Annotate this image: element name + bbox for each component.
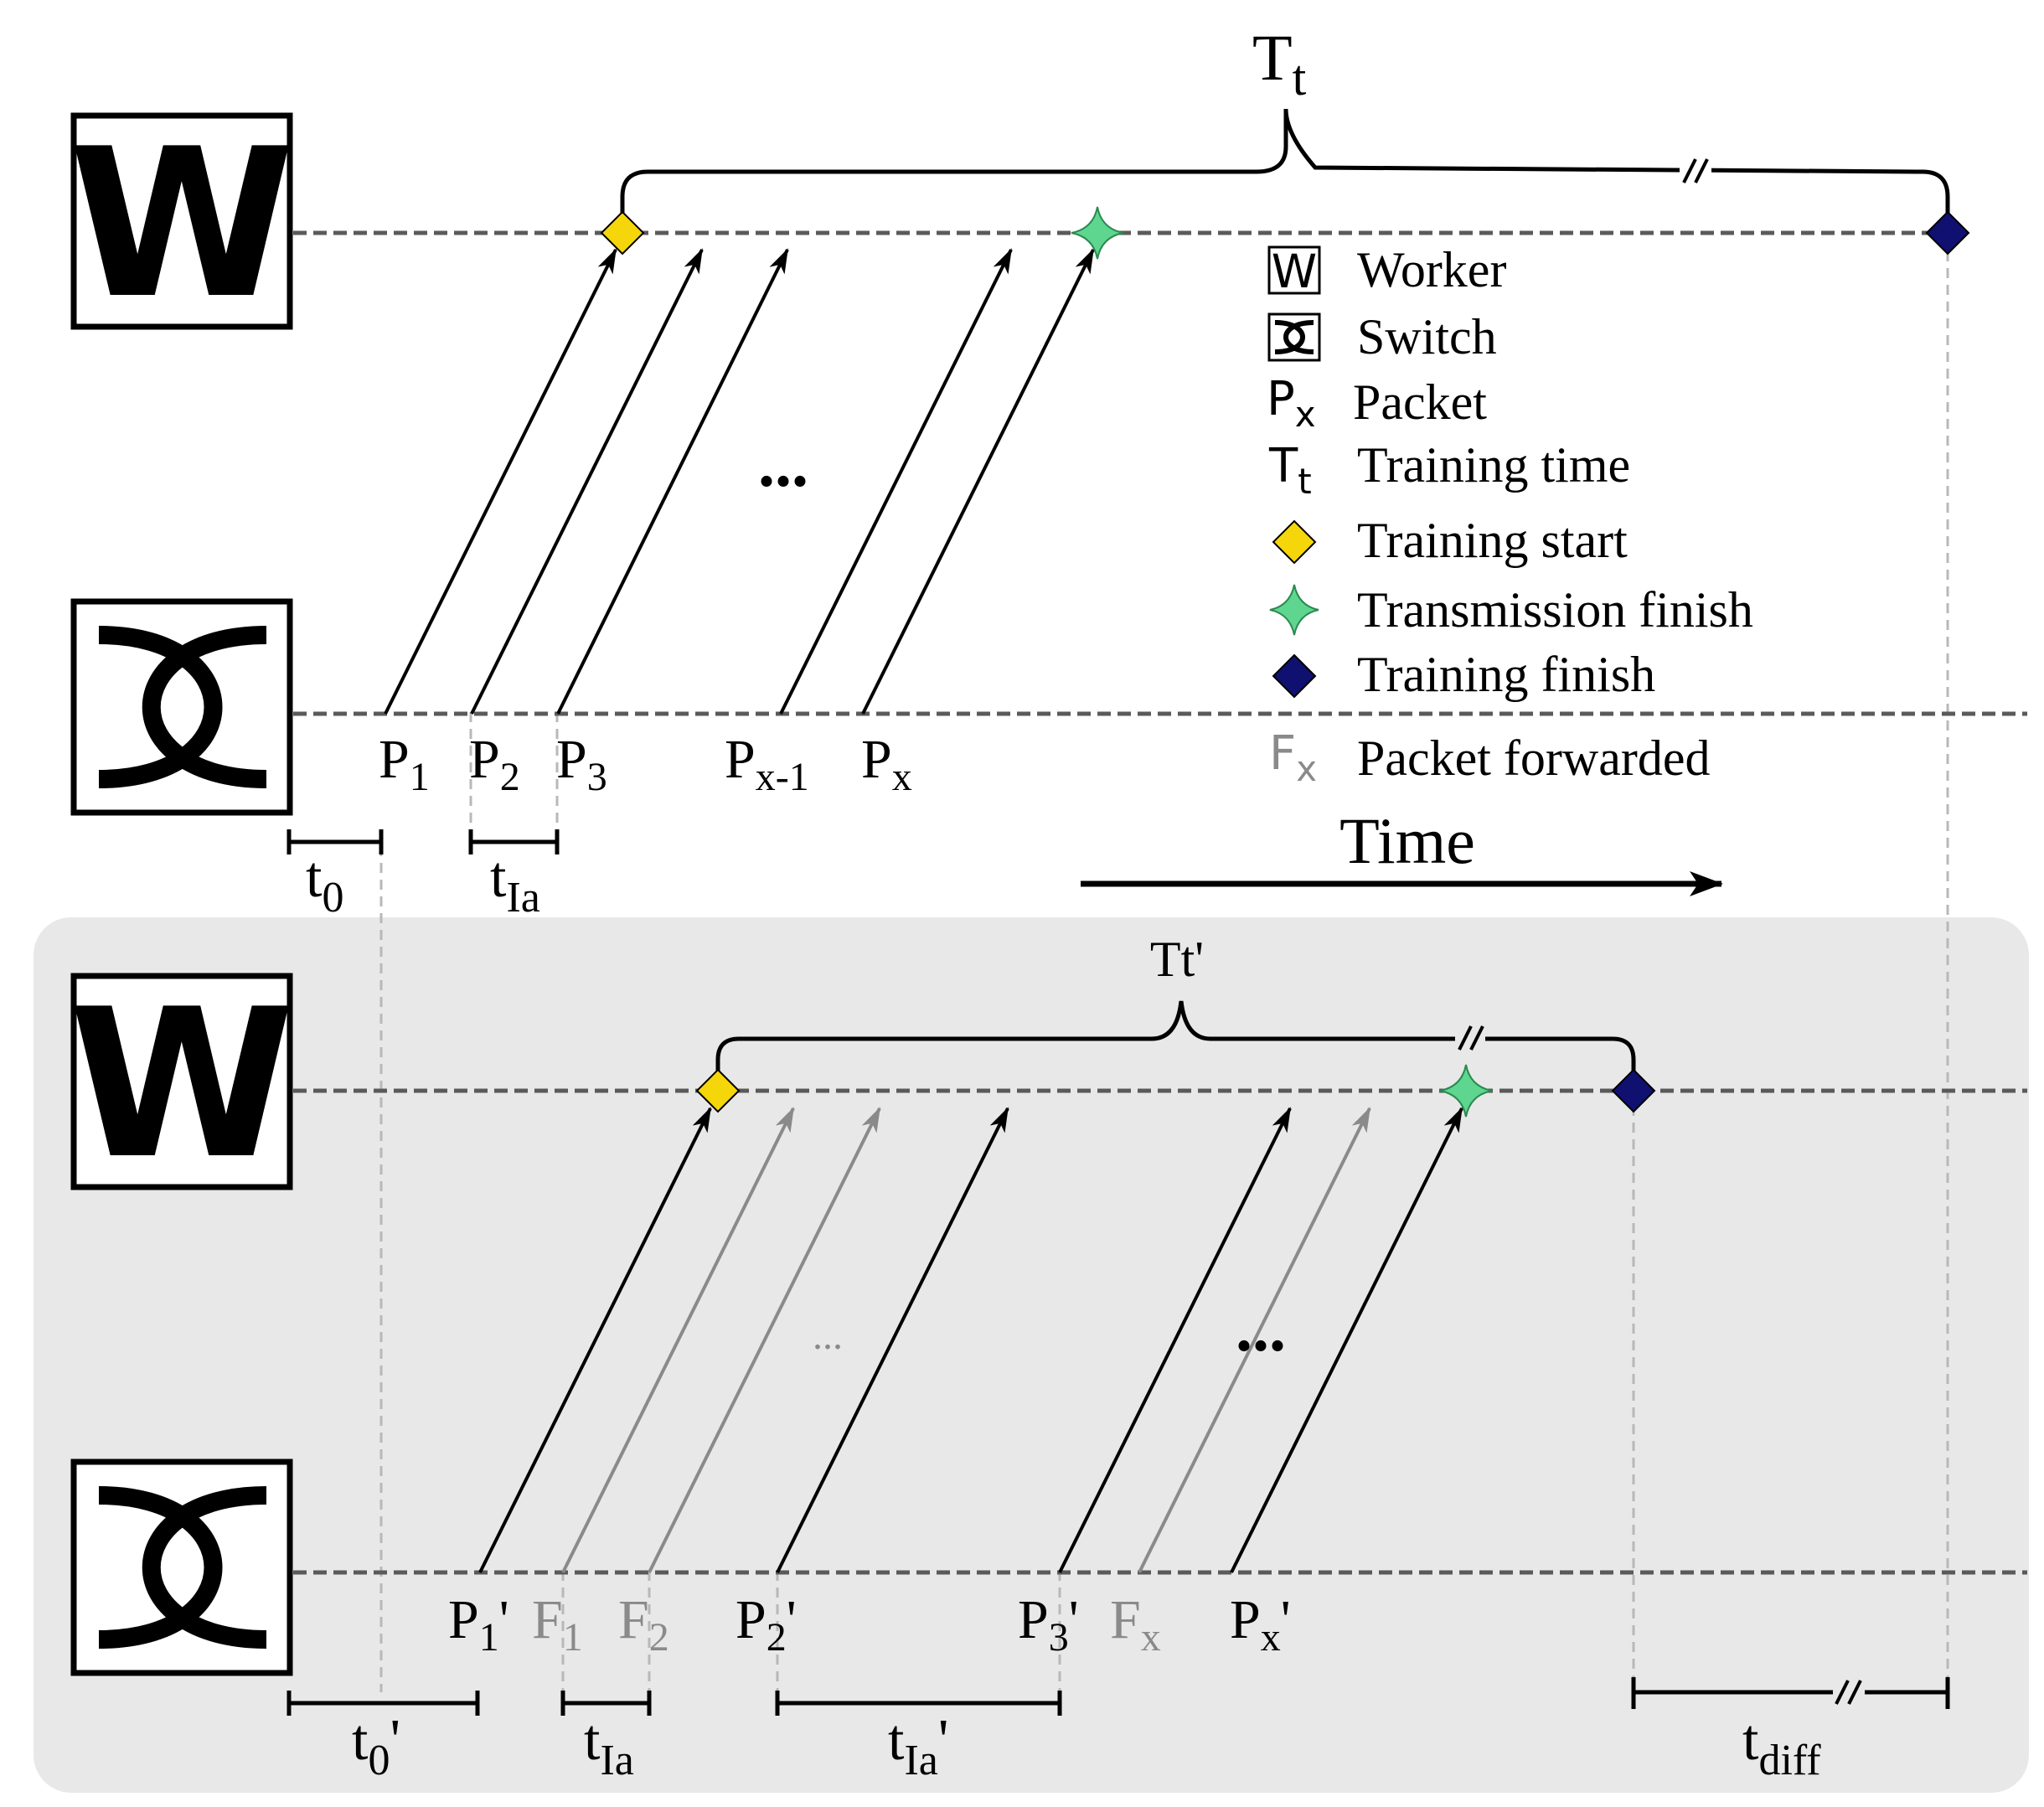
- legend-training-time-symbol: Tt: [1268, 439, 1312, 502]
- packet-label-p3: P3: [556, 729, 607, 799]
- bottom-tdiff-label: tdiff: [1742, 1708, 1821, 1784]
- packet-label-p3-prime: P3': [1018, 1589, 1079, 1660]
- packet-label-p2-prime: P2': [736, 1589, 797, 1660]
- legend-training-finish-label: Training finish: [1357, 647, 1655, 702]
- bottom-ellipsis-gray: ...: [813, 1314, 843, 1358]
- svg-text:W: W: [1272, 245, 1317, 298]
- top-transmission-finish-marker: [1071, 206, 1124, 260]
- bottom-tia-prime-span: [775, 1691, 1062, 1716]
- top-brace: [620, 108, 1950, 214]
- bottom-t0-prime-span: [286, 1691, 480, 1716]
- bottom-brace-label: Tt': [1150, 932, 1204, 987]
- packet-label-px-1: Px-1: [725, 729, 809, 799]
- legend-forwarded-label: Packet forwarded: [1357, 731, 1710, 786]
- legend-packet-label: Packet: [1353, 374, 1487, 430]
- bottom-brace: [715, 1000, 1636, 1071]
- legend-worker-label: Worker: [1357, 242, 1506, 297]
- top-worker-icon: W: [69, 105, 295, 343]
- bottom-tia-prime-label: tIa': [888, 1708, 948, 1784]
- packet-label-p2: P2: [469, 729, 520, 799]
- top-switch-icon: [70, 598, 293, 816]
- bottom-packet-arrows-black: [478, 1107, 1463, 1573]
- legend-packet-symbol: Px: [1267, 372, 1316, 435]
- bottom-worker-icon: W: [69, 965, 295, 1204]
- svg-text:W: W: [69, 965, 295, 1204]
- top-t0-label: t0: [306, 845, 343, 922]
- bottom-training-finish-marker: [1611, 1068, 1656, 1113]
- bottom-forwarded-arrows-gray: [561, 1107, 1371, 1573]
- top-brace-break: [1680, 158, 1711, 183]
- legend-worker-icon: W: [1267, 245, 1321, 298]
- packet-label-p1-prime: P1': [448, 1589, 509, 1660]
- bottom-transmission-finish-marker: [1439, 1064, 1493, 1118]
- top-tia-span: [468, 829, 560, 854]
- top-packet-arrows: [384, 248, 1095, 715]
- packet-label-f2: F2: [618, 1589, 669, 1660]
- time-axis-label: Time: [1339, 804, 1475, 877]
- bottom-packet-labels: P1' F1 F2 P2' P3' Fx Px': [448, 1589, 1291, 1660]
- legend-switch-label: Switch: [1357, 309, 1497, 364]
- legend-transmission-finish-label: Transmission finish: [1357, 582, 1753, 638]
- legend: W Worker Switch Px Packet Tt Training ti…: [1267, 242, 1753, 789]
- legend-training-time-label: Training time: [1357, 437, 1630, 493]
- bottom-ellipsis-black: ...: [1236, 1292, 1286, 1366]
- packet-label-px: Px: [861, 729, 912, 799]
- legend-training-finish-marker: [1272, 653, 1317, 699]
- guide-lines: [379, 235, 1949, 1692]
- top-training-finish-marker: [1925, 210, 1970, 256]
- top-t0-span: [286, 829, 384, 854]
- top-packet-labels: P1 P2 P3 Px-1 Px: [379, 729, 912, 799]
- svg-text:W: W: [69, 105, 295, 343]
- bottom-tia-span: [560, 1691, 652, 1716]
- top-brace-label: Tt: [1252, 21, 1307, 106]
- bottom-tia-label: tIa: [584, 1708, 634, 1784]
- packet-label-p1: P1: [379, 729, 430, 799]
- bottom-t0-prime-label: t0': [352, 1708, 400, 1784]
- bottom-tdiff-span: [1631, 1677, 1950, 1709]
- legend-training-start-marker: [1272, 519, 1317, 565]
- legend-transmission-finish-marker: [1269, 584, 1319, 636]
- legend-switch-icon: [1267, 312, 1321, 362]
- top-tia-label: tIa: [490, 845, 540, 922]
- bottom-brace-break: [1455, 1025, 1485, 1051]
- top-ellipsis: ...: [758, 427, 808, 501]
- packet-label-px-prime: Px': [1230, 1589, 1291, 1660]
- bottom-panel-background: [34, 917, 2029, 1793]
- bottom-training-start-marker: [695, 1068, 741, 1113]
- legend-training-start-label: Training start: [1357, 513, 1628, 568]
- packet-label-fx: Fx: [1110, 1589, 1161, 1660]
- bottom-switch-icon: [70, 1459, 293, 1676]
- legend-forwarded-symbol: Fx: [1269, 726, 1317, 789]
- top-training-start-marker: [600, 210, 645, 256]
- bottom-tdiff-break: [1833, 1680, 1865, 1705]
- packet-label-f1: F1: [532, 1589, 583, 1660]
